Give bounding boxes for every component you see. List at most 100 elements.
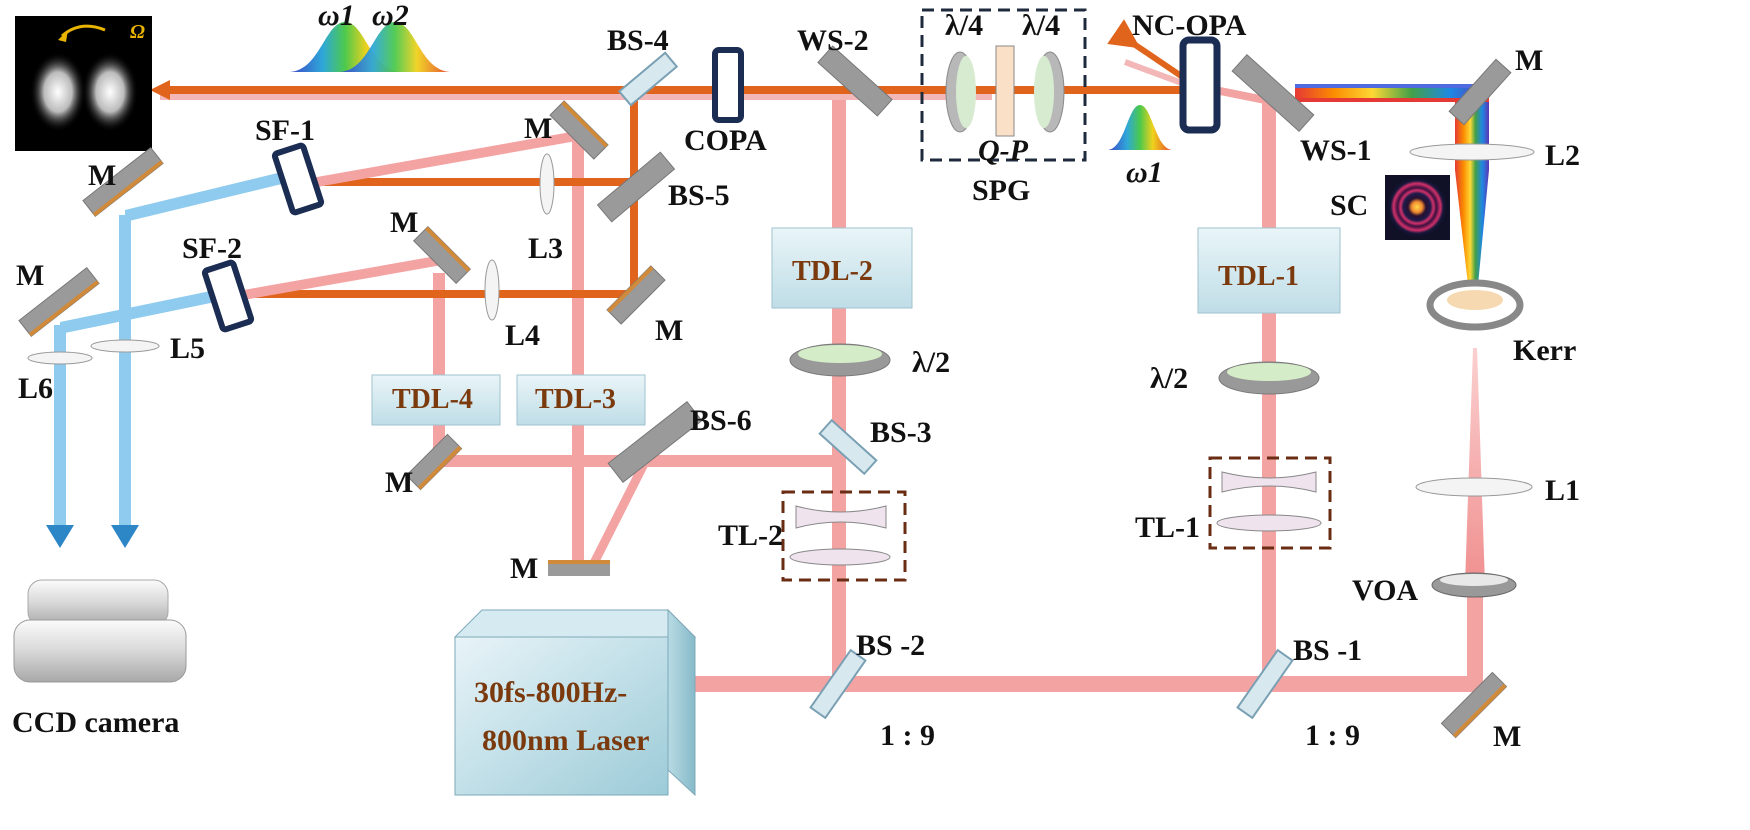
ws1-label: WS-1 xyxy=(1300,134,1372,167)
beam-splitter-bs4 xyxy=(617,51,679,107)
lambda4-right-label: λ/4 xyxy=(1022,9,1060,42)
copa-label: COPA xyxy=(684,124,767,157)
tdl2-label: TDL-2 xyxy=(792,256,873,287)
beam-splitter-bs2 xyxy=(809,648,867,720)
lens-l5 xyxy=(90,339,160,353)
lens-l6 xyxy=(27,351,93,365)
mirror-top-right xyxy=(1448,58,1512,126)
sum-frequency-crystal-sf1 xyxy=(271,142,325,216)
lens-l2 xyxy=(1409,143,1535,161)
nc-opa-label: NC-OPA xyxy=(1132,9,1247,42)
l6-label: L6 xyxy=(18,372,53,405)
sf2-label: SF-2 xyxy=(182,232,242,265)
lambda2-right-label: λ/2 xyxy=(1150,362,1188,395)
tdl3-label: TDL-3 xyxy=(535,384,616,415)
ccd-camera: CCD camera xyxy=(12,579,187,739)
omega2-top-label: ω2 xyxy=(372,0,409,32)
m-l4-label: M xyxy=(655,314,683,347)
ws2-label: WS-2 xyxy=(797,24,869,57)
convex-lens-tl1 xyxy=(1216,514,1322,532)
l2-label: L2 xyxy=(1545,139,1580,172)
tdl4-label: TDL-4 xyxy=(392,384,473,415)
ccd-label: CCD camera xyxy=(12,706,179,739)
kerr-focus-beam xyxy=(1465,348,1485,585)
laser-line1: 30fs-800Hz- xyxy=(474,676,627,709)
telescope-tl1-box xyxy=(1208,456,1332,550)
bs1-label: BS -1 xyxy=(1293,634,1362,667)
lens-l1 xyxy=(1415,477,1533,497)
ratio2-label: 1 : 9 xyxy=(880,719,935,752)
omega1-top-label: ω1 xyxy=(318,0,355,32)
pump-beam-branch-2 xyxy=(832,88,846,686)
concave-lens-tl2 xyxy=(795,505,887,529)
idler-beam-sf2 xyxy=(60,288,225,334)
ratio1-label: 1 : 9 xyxy=(1305,719,1360,752)
lambda2-mid-label: λ/2 xyxy=(912,346,950,379)
voa-label: VOA xyxy=(1352,574,1418,607)
bs3-label: BS-3 xyxy=(870,416,932,449)
signal-beam-top xyxy=(160,86,1200,94)
pump-beam-voa xyxy=(1467,585,1483,690)
m-topright-label: M xyxy=(1515,44,1543,77)
time-delay-line-2 xyxy=(771,227,913,309)
m-upper-label: M xyxy=(524,112,552,145)
nc-opa-crystal xyxy=(1179,36,1221,134)
spg-label: SPG xyxy=(972,174,1030,207)
beam-splitter-bs1 xyxy=(1236,648,1294,720)
tl1-label: TL-1 xyxy=(1135,511,1200,544)
sum-frequency-crystal-sf2 xyxy=(201,259,255,333)
bs6-label: BS-6 xyxy=(690,404,752,437)
q-plate xyxy=(995,45,1015,137)
lens-l3 xyxy=(539,153,555,215)
time-delay-line-1 xyxy=(1197,227,1341,314)
beam-splitter-bs6 xyxy=(607,401,703,483)
wavelength-separator-ws1 xyxy=(1231,54,1315,132)
bs5-label: BS-5 xyxy=(668,179,730,212)
convex-lens-tl2 xyxy=(789,548,891,566)
telescope-tl2-box xyxy=(781,490,907,582)
supercontinuum-horizontal xyxy=(1295,84,1489,102)
m-tdl4-label: M xyxy=(385,466,413,499)
signal-beam-sf2 xyxy=(232,290,637,298)
sc-label: SC xyxy=(1330,189,1368,222)
omega-rotation-label: Ω xyxy=(130,21,145,43)
lens-l4 xyxy=(484,259,500,321)
m-left1-label: M xyxy=(88,159,116,192)
l3-label: L3 xyxy=(528,232,563,265)
time-delay-line-3 xyxy=(516,374,646,426)
lambda4-left-label: λ/4 xyxy=(945,9,983,42)
bs2-label: BS -2 xyxy=(856,629,925,662)
ccd-output-image: Ω xyxy=(15,16,152,151)
pump-beam-main xyxy=(680,676,1475,692)
m-l3-label: M xyxy=(390,206,418,239)
wavelength-separator-ws2 xyxy=(817,45,893,117)
pump-beam-tdl3 xyxy=(572,138,584,568)
copa-crystal xyxy=(712,47,744,123)
l1-label: L1 xyxy=(1545,474,1580,507)
beam-splitter-bs5 xyxy=(596,151,676,223)
supercontinuum-beam xyxy=(1455,100,1489,285)
femtosecond-laser: 30fs-800Hz- 800nm Laser xyxy=(453,608,697,797)
concave-lens-tl1 xyxy=(1221,471,1317,493)
peak-omega2 xyxy=(340,22,450,72)
beam-splitter-bs3 xyxy=(818,418,878,476)
spectral-peaks-top: ω1 ω2 xyxy=(290,0,450,72)
mirror-m-l3 xyxy=(413,226,471,284)
signal-beam-sf1 xyxy=(300,178,635,186)
m-bottomright-label: M xyxy=(1493,720,1521,753)
peak-omega1-mid xyxy=(1108,105,1172,150)
tl2-label: TL-2 xyxy=(718,519,783,552)
time-delay-line-4 xyxy=(371,374,501,426)
kerr-label: Kerr xyxy=(1513,334,1576,367)
omega1-mid-label: ω1 xyxy=(1126,156,1163,189)
m-left2-label: M xyxy=(16,259,44,292)
sf1-label: SF-1 xyxy=(255,114,315,147)
pump-beam-tdl4 xyxy=(433,273,445,463)
l5-label: L5 xyxy=(170,332,205,365)
laser-line2: 800nm Laser xyxy=(482,724,650,757)
m-bs6-label: M xyxy=(510,552,538,585)
qp-label: Q-P xyxy=(978,134,1029,167)
idler-beam-sf1 xyxy=(125,170,290,222)
